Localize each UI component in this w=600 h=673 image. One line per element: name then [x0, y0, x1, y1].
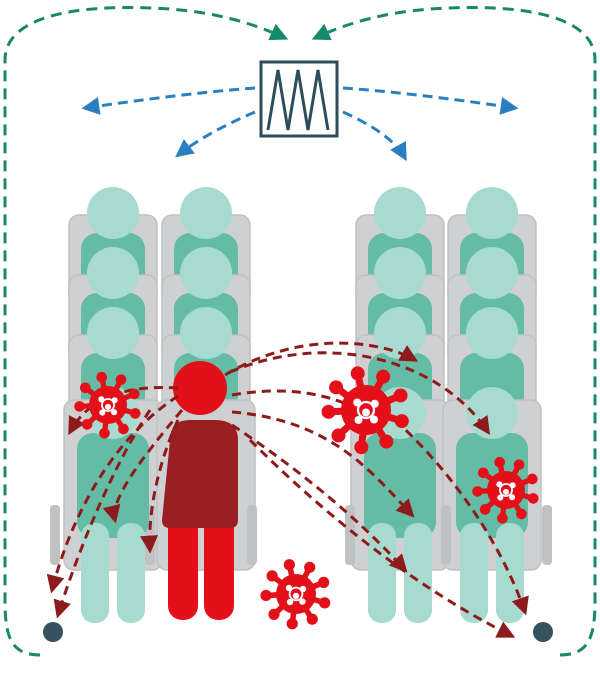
virus-icon	[472, 456, 539, 524]
air-outlet-icon	[533, 622, 553, 642]
passenger-head	[180, 187, 232, 239]
passenger-leg	[81, 523, 109, 623]
infected-body	[162, 420, 238, 528]
air-outlet-icon	[43, 622, 63, 642]
infection-path	[224, 341, 419, 377]
passenger-body	[364, 433, 436, 538]
passenger-leg	[496, 523, 524, 623]
passenger-head	[466, 307, 518, 359]
armrest	[247, 505, 257, 565]
ventilation-unit-icon	[259, 60, 339, 138]
virus-icon	[260, 559, 331, 630]
infection-path	[140, 419, 180, 554]
vent-arrow-near-left	[175, 110, 256, 158]
passenger-head	[374, 307, 426, 359]
armrest	[50, 505, 60, 565]
vent-arrow-far-right	[342, 86, 519, 115]
vent-arrow-far-left	[81, 86, 256, 115]
infection-path	[231, 389, 364, 412]
airflow-right-loop	[311, 6, 597, 657]
passenger-leg	[460, 523, 488, 623]
infected-leg-right	[204, 515, 234, 620]
passenger-head	[466, 247, 518, 299]
infected-head	[173, 361, 227, 415]
virus-particles	[74, 366, 539, 630]
passenger-head	[180, 247, 232, 299]
passenger-body	[77, 433, 149, 538]
infection-path	[231, 410, 415, 518]
airflow-left-loop	[3, 6, 289, 657]
armrest	[542, 505, 552, 565]
infection-path	[102, 409, 184, 524]
infected-passenger-icon	[162, 361, 238, 620]
floor-air-outlets	[43, 622, 553, 642]
virus-icon	[74, 371, 141, 439]
infected-leg-left	[168, 515, 198, 620]
infection-path	[231, 423, 408, 573]
passenger-head	[466, 187, 518, 239]
infection-paths	[46, 341, 529, 638]
cabin-airflow	[3, 6, 597, 657]
passenger-head	[374, 247, 426, 299]
infection-path	[248, 438, 516, 638]
vent-airflow	[81, 86, 519, 162]
passenger-head	[374, 187, 426, 239]
vent-arrow-near-right	[342, 110, 407, 162]
passenger-leg	[404, 523, 432, 623]
passenger-head	[87, 187, 139, 239]
infection-path	[53, 409, 152, 619]
passenger-head	[87, 307, 139, 359]
armrest	[441, 505, 451, 565]
passenger-head	[180, 307, 232, 359]
passenger-leg	[117, 523, 145, 623]
passenger-head	[87, 247, 139, 299]
infection-path	[229, 351, 490, 435]
armrest	[345, 505, 355, 565]
virus-icon	[321, 366, 409, 455]
infection-path	[46, 394, 179, 594]
